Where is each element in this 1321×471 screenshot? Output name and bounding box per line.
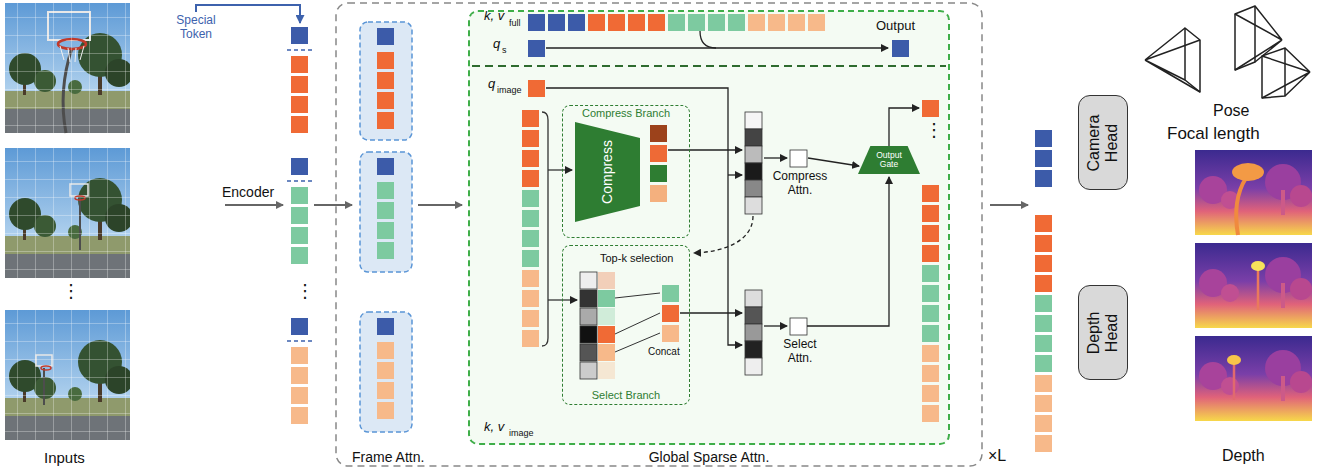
annotation-label: Encoder (222, 184, 274, 200)
node-text: Global Sparse Attn. (470, 449, 948, 465)
compress-trapezoid: Compress (575, 122, 640, 222)
shape-fill (858, 146, 920, 174)
math-symbol: k, v (484, 9, 504, 24)
output-label: Focal length (1167, 124, 1260, 144)
output-label: Depth (1222, 447, 1265, 465)
sparse-attention-region: Global Sparse Attn.Compress BranchCompre… (468, 10, 950, 445)
node-text: Select Branch (563, 389, 689, 402)
ellipsis-mark: ⋮ (296, 281, 314, 302)
math-subscript: image (497, 85, 522, 95)
operation-label: Select Attn. (770, 338, 830, 366)
head-box: Depth Head (1078, 285, 1128, 380)
ellipsis-mark: ⋮ (62, 281, 80, 302)
head-box: Camera Head (1078, 95, 1128, 190)
operation-label: Top-k selection (600, 252, 673, 265)
node-text: Camera Head (1085, 112, 1120, 174)
annotation-label: Special Token (168, 14, 224, 42)
ellipsis-mark: ⋮ (925, 120, 943, 141)
operation-label: Compress Attn. (770, 170, 830, 198)
math-symbol: q (493, 37, 500, 52)
output-label: Pose (1213, 102, 1249, 120)
section-label: Inputs (44, 449, 85, 466)
math-symbol: q (488, 77, 495, 92)
shape-fill (575, 122, 640, 222)
repeat-label: ×L (988, 447, 1006, 465)
node-text: Compress (600, 126, 615, 218)
branch-box: Compress BranchCompress (562, 105, 690, 238)
math-subscript: s (502, 45, 507, 55)
annotation-label: Output (876, 19, 915, 34)
node-text: Compress Branch (563, 107, 689, 120)
section-label: Frame Attn. (352, 449, 424, 465)
gate-trapezoid: Output Gate (858, 146, 920, 174)
operation-label: Concat (648, 346, 680, 358)
math-subscript: full (509, 18, 521, 28)
branch-box: Select Branch (562, 245, 690, 405)
math-symbol: k, v (484, 420, 504, 435)
node-text: Depth Head (1085, 302, 1120, 364)
math-subscript: image (509, 428, 534, 438)
node-text: Output Gate (867, 151, 911, 169)
